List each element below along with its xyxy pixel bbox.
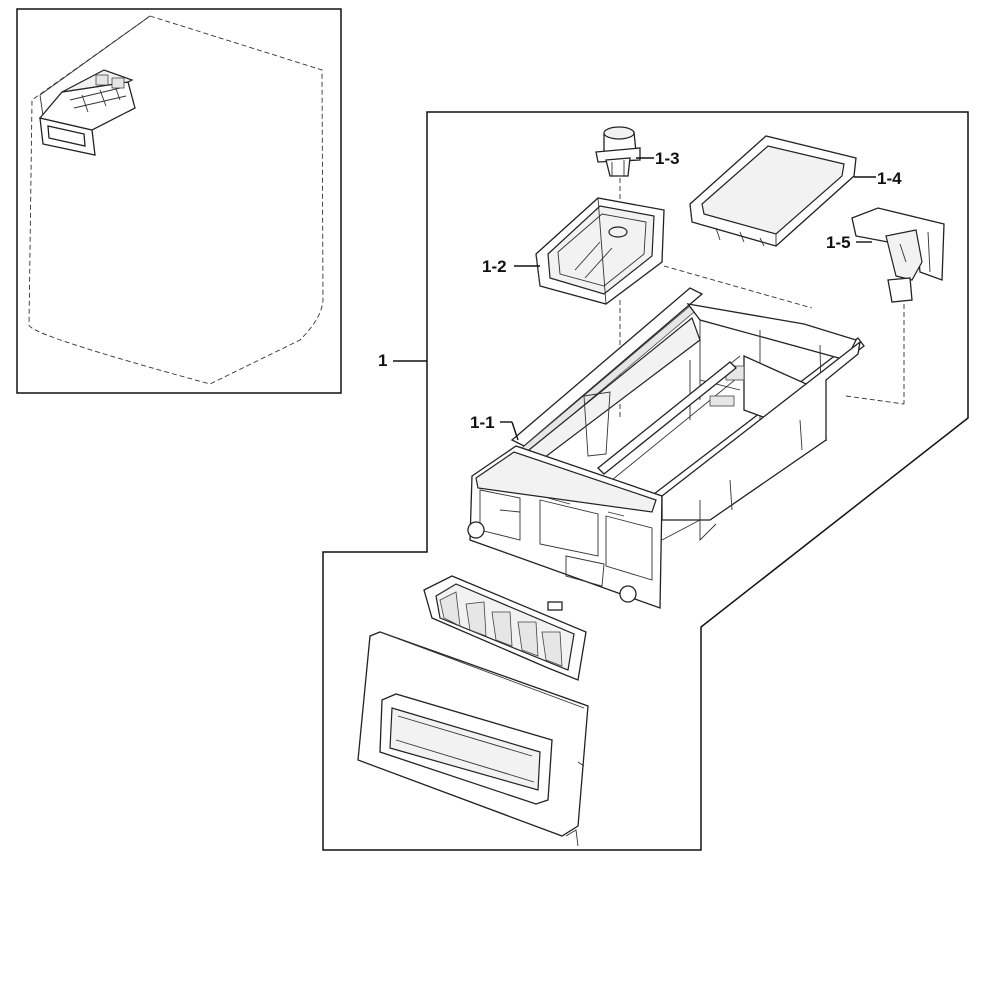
callout-cup: 1-2 (482, 257, 540, 276)
callout-tray: 1-4 (854, 169, 902, 188)
label-cap: 1-3 (655, 149, 680, 168)
callout-guide: 1-5 (826, 233, 872, 252)
part-drawer-panel (357, 631, 589, 847)
part-cup (535, 197, 665, 420)
washer-drawer (38, 69, 136, 156)
assembly-frame (322, 111, 969, 851)
inset-frame (16, 8, 342, 394)
label-cup: 1-2 (482, 257, 507, 276)
callout-drawer-case: 1-1 (470, 413, 519, 441)
part-drawer-case (467, 265, 905, 609)
part-guide (851, 207, 945, 404)
inset-washer-overview (16, 8, 342, 394)
label-assembly: 1 (378, 351, 387, 370)
label-guide: 1-5 (826, 233, 851, 252)
part-cap (595, 126, 641, 222)
callout-assembly: 1 (378, 351, 427, 370)
part-tray (689, 135, 857, 247)
part-grille-insert (423, 575, 587, 681)
label-tray: 1-4 (877, 169, 902, 188)
washer-body-outline (28, 15, 324, 385)
callout-cap: 1-3 (636, 149, 680, 168)
label-drawer-case: 1-1 (470, 413, 495, 432)
